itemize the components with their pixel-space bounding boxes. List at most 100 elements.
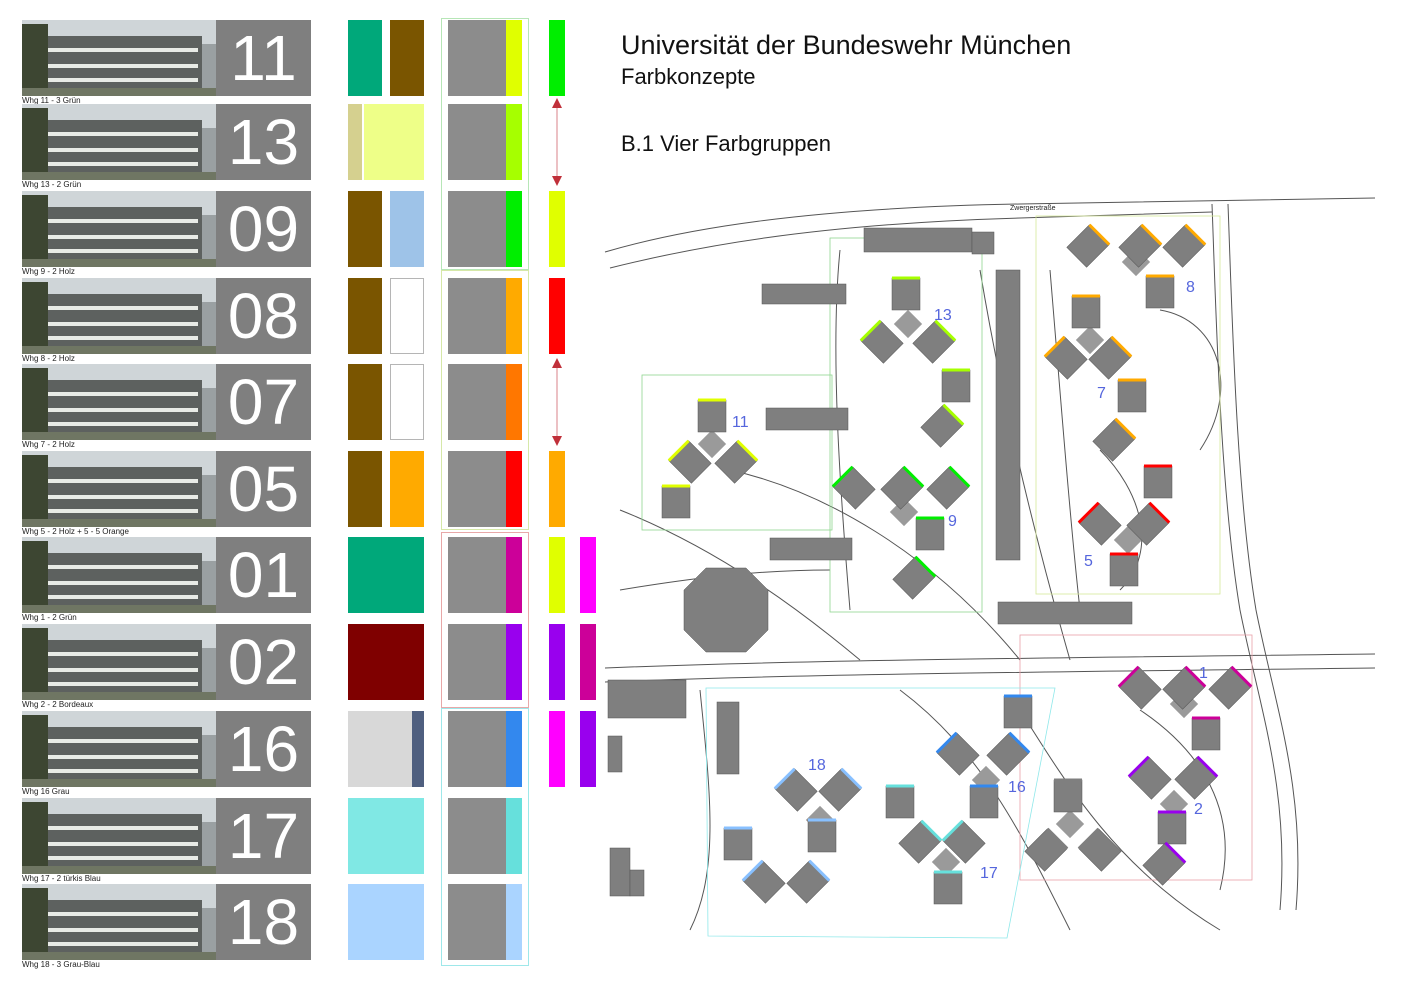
color-swatch [348, 20, 382, 96]
map-label: 2 [1194, 801, 1203, 818]
building-block [761, 283, 847, 305]
residential-unit [1092, 417, 1137, 462]
residential-unit [714, 439, 759, 484]
map-label: 8 [1186, 279, 1195, 296]
arrow-connector [552, 358, 562, 446]
facade-gray-block [448, 711, 506, 787]
group-outline-cyan [705, 687, 1056, 939]
building-block [995, 269, 1021, 561]
residential-unit [885, 784, 915, 819]
color-swatch [390, 451, 424, 527]
residential-unit [892, 555, 937, 600]
residential-unit [723, 826, 753, 861]
building-photo [22, 884, 216, 960]
map-label: 13 [934, 307, 952, 324]
facade-gray-block [448, 537, 506, 613]
residential-unit [1127, 755, 1172, 800]
residential-unit [1174, 755, 1219, 800]
building-number: 08 [216, 278, 311, 354]
street-label: Zwergerstraße [1010, 205, 1056, 212]
residential-unit [933, 870, 963, 905]
stair-hub [931, 847, 961, 877]
residential-unit [831, 465, 876, 510]
facade-gray-block [448, 624, 506, 700]
page-title: Universität der Bundeswehr München [621, 30, 1072, 60]
color-swatch [348, 278, 382, 354]
facade-color-band [506, 20, 522, 96]
photo-caption: Whg 7 - 2 Holz [22, 440, 75, 449]
residential-unit [1077, 501, 1122, 546]
photo-caption: Whg 9 - 2 Holz [22, 267, 75, 276]
color-group-frame [441, 532, 529, 708]
facade-color-band [506, 624, 522, 700]
building-photo [22, 711, 216, 787]
residential-unit [661, 484, 691, 519]
residential-unit [667, 439, 712, 484]
color-swatch [348, 798, 424, 874]
photo-caption: Whg 8 - 2 Holz [22, 354, 75, 363]
map-label: 1 [1199, 665, 1208, 682]
building-block [765, 407, 849, 431]
facade-gray-block [448, 364, 506, 440]
road-line [979, 269, 1071, 661]
road-line [1159, 309, 1222, 451]
residential-unit [1088, 335, 1133, 380]
group-outline-green [641, 374, 833, 531]
residential-unit [1077, 827, 1122, 872]
residential-unit [741, 859, 786, 904]
building-photo [22, 364, 216, 440]
road-line [729, 469, 1021, 661]
page-subtitle: Farbkonzepte [621, 64, 756, 89]
stair-hub [697, 429, 727, 459]
residential-unit [1162, 223, 1207, 268]
map-label: 17 [980, 865, 998, 882]
residential-unit [1066, 223, 1111, 268]
road-line [604, 197, 1376, 253]
color-group-frame [441, 270, 529, 530]
residential-unit [1053, 778, 1083, 813]
residential-unit [1157, 810, 1187, 845]
building-row: Whg 9 - 2 Holz 09 [0, 191, 600, 276]
residential-unit [1117, 378, 1147, 413]
residential-unit [986, 731, 1031, 776]
color-swatch [364, 104, 424, 180]
residential-unit [859, 319, 904, 364]
building-number: 17 [216, 798, 311, 874]
map-label: 7 [1097, 385, 1106, 402]
building-number: 01 [216, 537, 311, 613]
residential-unit [1071, 294, 1101, 329]
residential-unit [926, 465, 971, 510]
building-photo [22, 537, 216, 613]
map-label: 11 [732, 414, 749, 431]
building-number: 07 [216, 364, 311, 440]
color-group-frame [441, 18, 529, 270]
photo-caption: Whg 17 - 2 türkis Blau [22, 874, 101, 883]
color-group-frame [441, 708, 529, 966]
color-group-bar [549, 537, 565, 613]
group-outline-yellow [1035, 215, 1221, 595]
building-clusters [661, 223, 1253, 905]
color-group-bar [580, 624, 596, 700]
facade-color-band [506, 364, 522, 440]
residential-unit [969, 784, 999, 819]
building-block [609, 847, 631, 897]
facade-color-band [506, 884, 522, 960]
photo-caption: Whg 5 - 2 Holz + 5 - 5 Orange [22, 527, 129, 536]
road-line [1139, 709, 1226, 891]
map-label: 5 [1084, 553, 1093, 570]
facade-gray-block [448, 20, 506, 96]
building-photo [22, 104, 216, 180]
facade-color-band [506, 798, 522, 874]
facade-gray-block [448, 191, 506, 267]
map-label: 16 [1008, 779, 1026, 796]
residential-unit [1143, 464, 1173, 499]
color-swatch [348, 451, 382, 527]
residential-unit [941, 368, 971, 403]
color-group-bar [580, 711, 596, 787]
residential-unit [786, 859, 831, 904]
building-number: 09 [216, 191, 311, 267]
color-group-bar [549, 624, 565, 700]
